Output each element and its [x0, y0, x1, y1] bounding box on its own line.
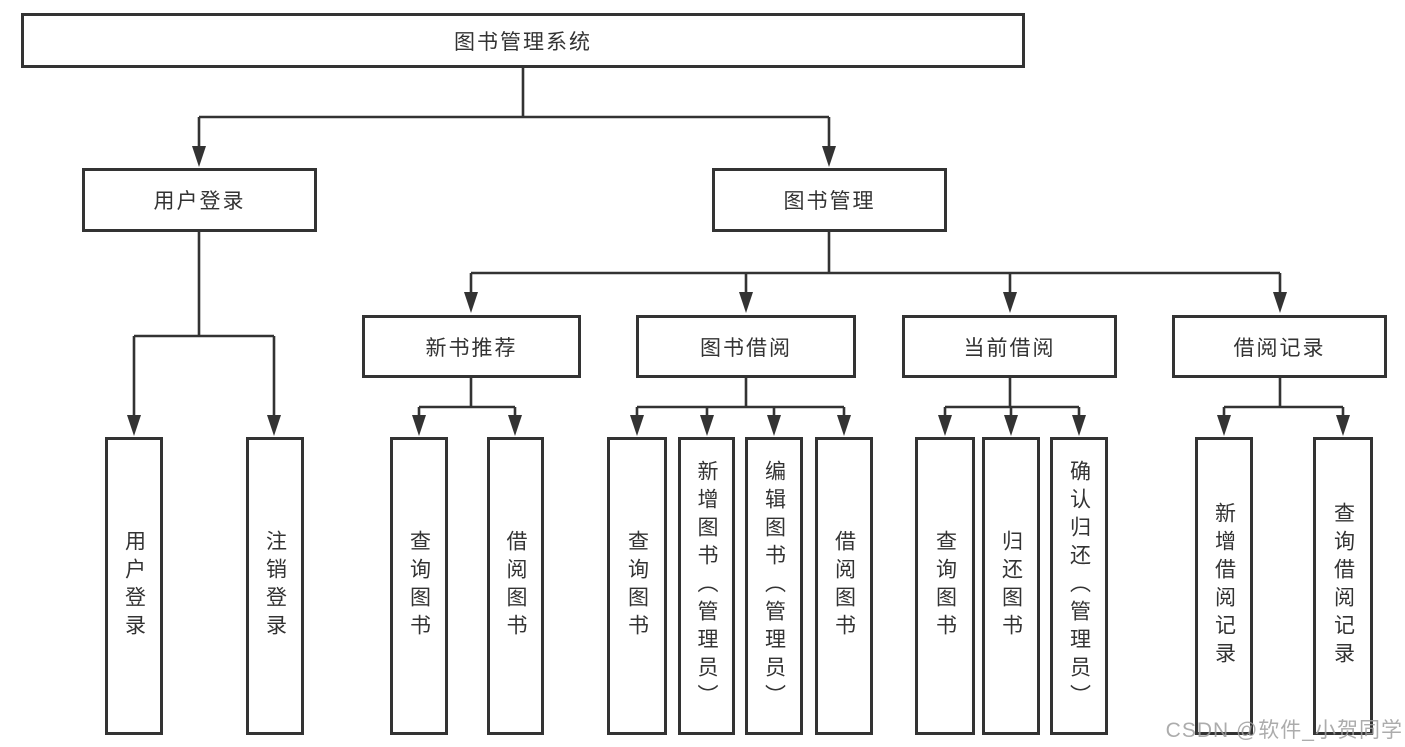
node-leaf-bb-borrow-book: 借阅图书	[815, 437, 873, 735]
node-leaf-bb-query-book: 查询图书	[607, 437, 667, 735]
node-new-book-recommend: 新书推荐	[362, 315, 581, 378]
leaf-label: 注销登录	[263, 530, 287, 642]
csdn-watermark: CSDN @软件_小贺同学	[1165, 719, 1403, 742]
arrowheads	[127, 146, 1350, 436]
node-leaf-cb-return-book: 归还图书	[982, 437, 1040, 735]
leaf-label: 借阅图书	[832, 530, 856, 642]
leaf-label: 确认归还（管理员）	[1067, 460, 1091, 712]
node-borrow-record: 借阅记录	[1172, 315, 1387, 378]
node-user-login-branch: 用户登录	[82, 168, 317, 232]
leaf-label: 新增借阅记录	[1212, 502, 1236, 670]
node-current-borrow: 当前借阅	[902, 315, 1117, 378]
leaf-label: 查询图书	[933, 530, 957, 642]
leaf-label: 用户登录	[122, 530, 146, 642]
node-book-borrow: 图书借阅	[636, 315, 856, 378]
node-leaf-cb-confirm-return-admin: 确认归还（管理员）	[1050, 437, 1108, 735]
node-leaf-bb-add-book-admin: 新增图书（管理员）	[678, 437, 735, 735]
node-book-management-branch: 图书管理	[712, 168, 947, 232]
leaf-label: 归还图书	[999, 530, 1023, 642]
leaf-label: 查询图书	[625, 530, 649, 642]
node-leaf-bb-edit-book-admin: 编辑图书（管理员）	[745, 437, 803, 735]
node-leaf-rec-query-book: 查询图书	[390, 437, 448, 735]
node-leaf-cb-query-book: 查询图书	[915, 437, 975, 735]
node-root-library-system: 图书管理系统	[21, 13, 1025, 68]
node-leaf-user-login: 用户登录	[105, 437, 163, 735]
leaf-label: 查询图书	[407, 530, 431, 642]
node-leaf-br-add-record: 新增借阅记录	[1195, 437, 1253, 735]
leaf-label: 新增图书（管理员）	[695, 460, 718, 712]
leaf-label: 查询借阅记录	[1331, 502, 1355, 670]
node-leaf-logout: 注销登录	[246, 437, 304, 735]
leaf-label: 借阅图书	[504, 530, 527, 642]
leaf-label: 编辑图书（管理员）	[762, 460, 786, 712]
node-leaf-rec-borrow-book: 借阅图书	[487, 437, 544, 735]
node-leaf-br-query-record: 查询借阅记录	[1313, 437, 1373, 735]
